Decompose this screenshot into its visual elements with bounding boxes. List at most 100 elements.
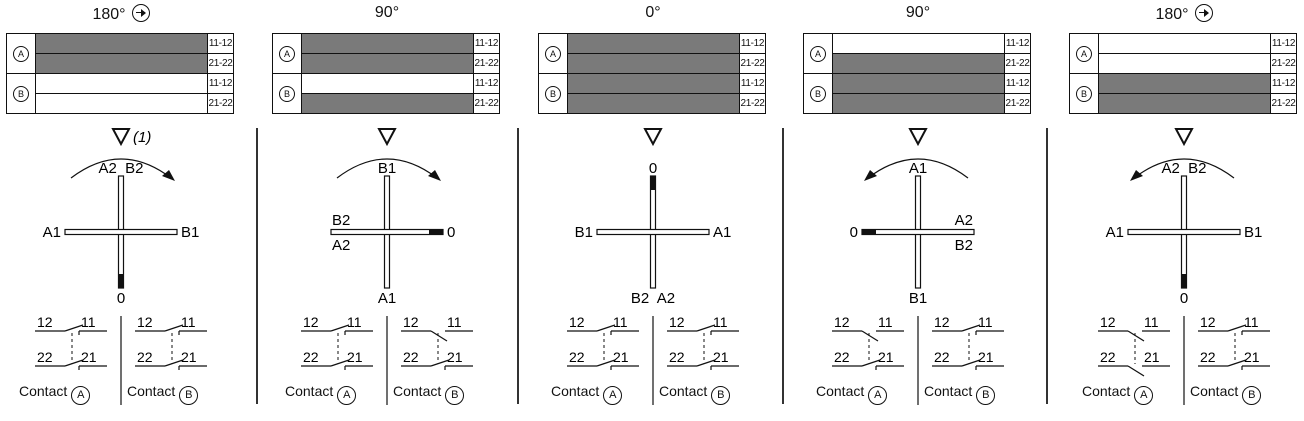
panel-divider — [256, 128, 258, 404]
row-label-cell: B — [6, 73, 36, 114]
position-label: A2 B2 — [1161, 160, 1206, 177]
row-label: A — [545, 45, 561, 62]
position-label: A1 — [43, 224, 61, 241]
terminal-label: 21 — [181, 349, 197, 365]
angle-label: 180° — [1068, 4, 1300, 24]
table-row: 21-22 — [7, 53, 234, 74]
row-label: B — [1076, 85, 1092, 102]
contact-label-text: Contact — [924, 383, 973, 399]
terminal-label: 11 — [713, 314, 728, 330]
contact-state-bar — [35, 53, 208, 74]
contact-code: 21-22 — [207, 53, 234, 74]
rotation-arc — [336, 158, 438, 179]
contact-state-bar — [35, 33, 208, 54]
rotation-arc — [867, 158, 969, 179]
row-label-cell: B — [272, 73, 302, 114]
arrowhead-icon — [162, 170, 175, 181]
horizontal-arm — [1127, 228, 1241, 236]
position-label: B1 — [181, 224, 199, 241]
contact-code: 11-12 — [739, 73, 766, 94]
terminal-label: 22 — [1100, 349, 1116, 365]
contact-state-bar — [1098, 73, 1271, 94]
terminal-label: 11 — [447, 314, 462, 330]
terminal-label: 11 — [1244, 314, 1259, 330]
terminal-label: 12 — [1200, 314, 1216, 330]
position-label: A1 — [1106, 224, 1124, 241]
triangle-down-icon — [377, 128, 397, 147]
contact-group-badge: B — [445, 386, 465, 405]
contact-code: 21-22 — [1004, 93, 1031, 114]
row-label-cell: A — [272, 33, 302, 74]
contact-state-bar — [35, 73, 208, 94]
terminal-label: 21 — [1244, 349, 1260, 365]
row-label: A — [1076, 45, 1092, 62]
terminal-label: 22 — [569, 349, 585, 365]
terminal-label: 12 — [834, 314, 850, 330]
pointer-mark — [650, 176, 656, 190]
contact-label-text: Contact — [285, 383, 334, 399]
contact-group-badge: B — [1242, 386, 1262, 405]
contact-label-text: Contact — [816, 383, 865, 399]
row-label: B — [13, 85, 29, 102]
position-label: A2 — [955, 212, 973, 229]
triangle-down-icon — [111, 128, 131, 147]
arrowhead-icon — [864, 170, 877, 181]
table-row: A 11-12 — [538, 33, 766, 74]
contact-code: 21-22 — [473, 53, 500, 74]
contact-code: 11-12 — [207, 73, 234, 94]
contact-code: 11-12 — [473, 73, 500, 94]
angle-label: 180° — [5, 4, 237, 24]
terminal-label: 12 — [569, 314, 585, 330]
position-label: B1 — [378, 160, 396, 177]
terminal-label: 12 — [303, 314, 319, 330]
contact-group-badge: A — [337, 386, 357, 405]
contact-state-bar — [35, 93, 208, 114]
table-row: 21-22 — [539, 93, 766, 114]
contact-state-bar — [567, 33, 740, 54]
horizontal-arm — [330, 228, 444, 236]
horizontal-arm — [64, 228, 178, 236]
position-label: B1 — [909, 290, 927, 307]
contact-code: 21-22 — [207, 93, 234, 114]
contact-code: 11-12 — [739, 33, 766, 54]
terminal-label: 22 — [37, 349, 53, 365]
terminal-label: 11 — [181, 314, 196, 330]
terminal-label: 12 — [37, 314, 53, 330]
horizontal-arm — [861, 228, 975, 236]
terminal-label: 21 — [447, 349, 463, 365]
position-label: B2 — [955, 237, 973, 254]
table-row: 21-22 — [804, 93, 1031, 114]
row-label-cell: A — [803, 33, 833, 74]
contact-code: 11-12 — [1270, 73, 1297, 94]
position-label: 0 — [649, 160, 657, 177]
contact-label-text: Contact — [551, 383, 600, 399]
position-label: B2 A2 — [631, 290, 675, 307]
contact-code: 11-12 — [1004, 73, 1031, 94]
contact-state-bar — [1098, 53, 1271, 74]
angle-label: 90° — [802, 4, 1034, 22]
contact-label-text: Contact — [1190, 383, 1239, 399]
terminal-label: 21 — [978, 349, 994, 365]
contact-state-bar — [301, 53, 474, 74]
row-label-cell: A — [538, 33, 568, 74]
terminal-label: 21 — [81, 349, 97, 365]
terminal-label: 22 — [303, 349, 319, 365]
table-row: 21-22 — [1070, 53, 1297, 74]
contact-state-bar — [1098, 33, 1271, 54]
row-label-cell: A — [1069, 33, 1099, 74]
